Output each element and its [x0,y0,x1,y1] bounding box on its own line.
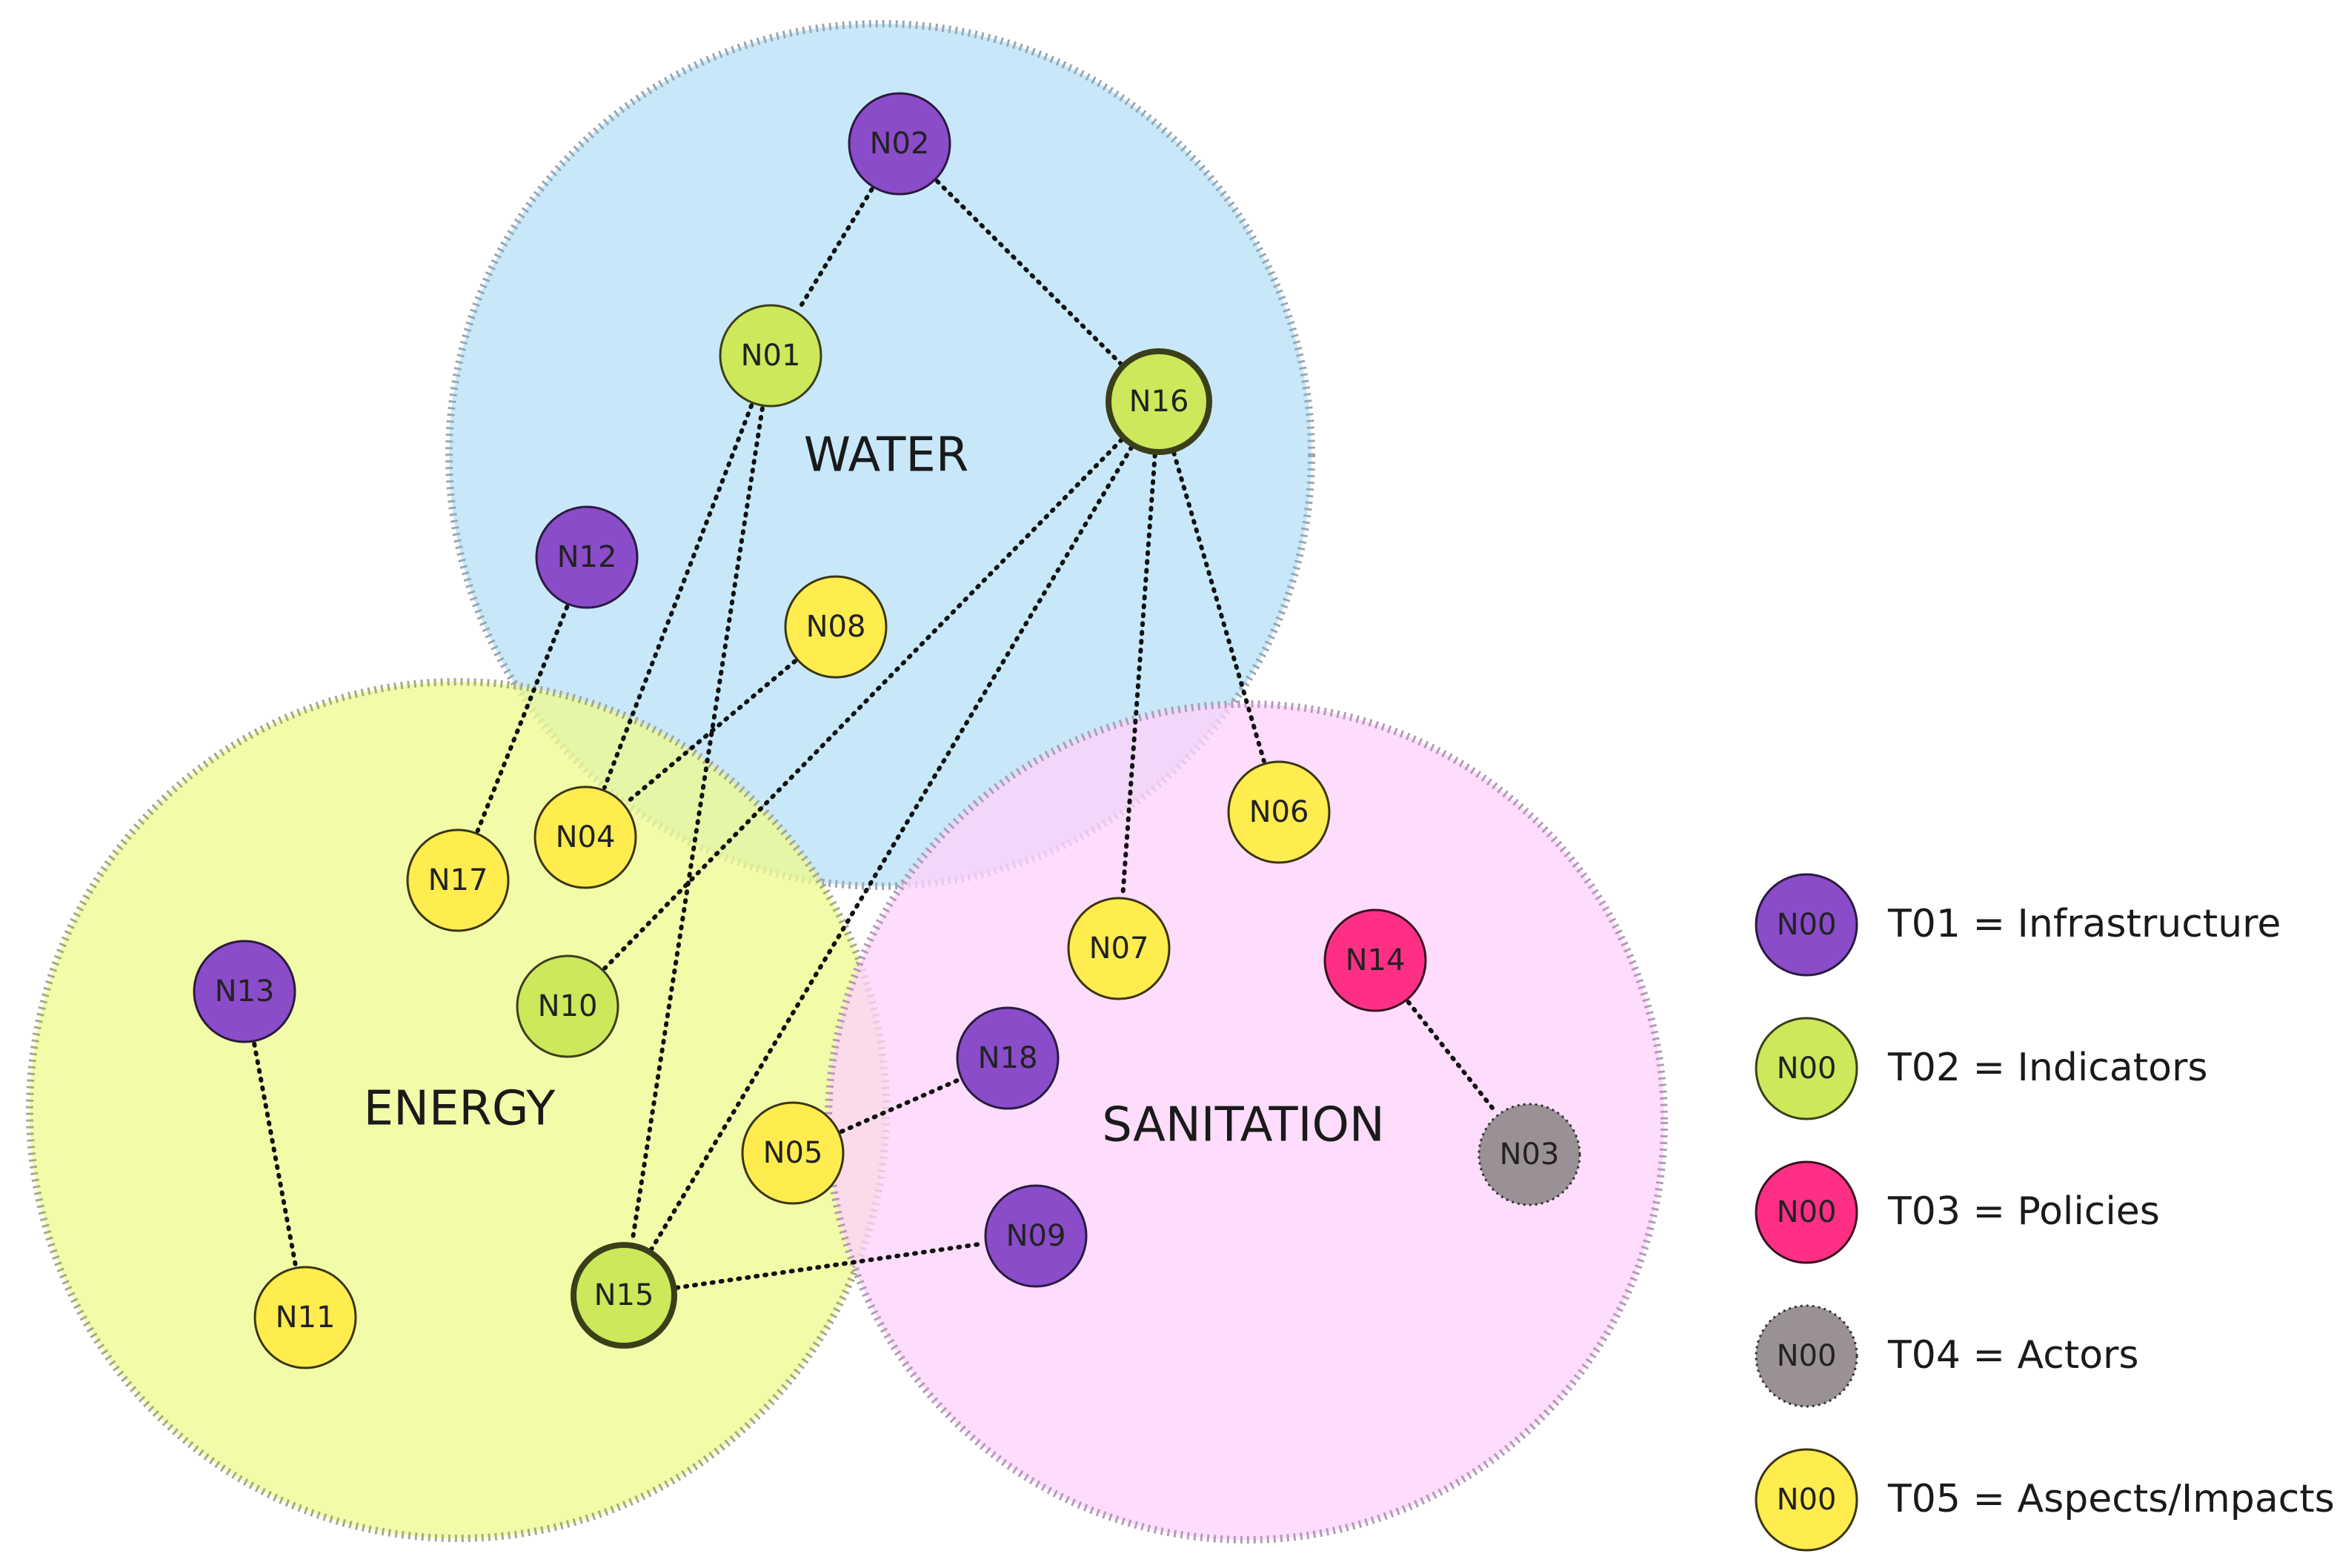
node-n06[interactable]: N06 [1227,760,1331,864]
node-circle [571,1242,677,1349]
legend-text: T04 = Actors [1887,1333,2138,1378]
node-label: N14 [1346,943,1406,977]
node-circle [1106,348,1212,455]
node-n09[interactable]: N09 [984,1184,1088,1288]
legend-text: T02 = Indicators [1887,1046,2207,1090]
edges [252,179,1499,1290]
node-circle [253,1266,357,1369]
node-n18[interactable]: N18 [956,1006,1060,1110]
legend-item-t02: N00 T02 = Indicators [1755,1017,2207,1120]
node-label: N17 [428,863,488,897]
node-label: N05 [763,1136,823,1170]
legend-swatch [1755,1160,1858,1264]
node-label: N07 [1089,931,1149,966]
node-n17[interactable]: N17 [406,828,510,932]
legend-swatch [1755,1017,1858,1120]
node-n14[interactable]: N14 [1323,908,1427,1012]
node-n12[interactable]: N12 [535,505,639,609]
legend-swatch-label: N00 [1777,1339,1837,1373]
node-n11[interactable]: N11 [253,1266,357,1369]
node-n16[interactable]: N16 [1106,348,1212,455]
edge-N02-N01 [796,187,874,313]
region-label-sanitation: SANITATION [1102,1098,1385,1153]
node-circle [1067,897,1171,1000]
legend-swatch-label: N00 [1777,1483,1837,1517]
node-circle [1323,908,1427,1012]
edge-N16-N10 [602,437,1124,971]
region-label-energy: ENERGY [364,1082,556,1137]
edge-N01-N04 [602,403,754,790]
legend-swatch [1755,1448,1858,1552]
node-n04[interactable]: N04 [533,785,637,889]
node-label: N16 [1129,385,1189,419]
node-circle [719,304,822,408]
node-label: N11 [276,1300,336,1335]
legend-item-t03: N00 T03 = Policies [1755,1160,2160,1264]
node-circle [535,505,639,609]
regions: WATER ENERGY SANITATION [26,20,1668,1544]
node-label: N08 [806,610,866,644]
edge-N16-N06 [1171,451,1266,763]
legend-text: T05 = Aspects/Impacts [1887,1477,2335,1521]
node-circle [516,954,619,1058]
node-n03[interactable]: N03 [1477,1103,1581,1206]
edge-N08-N04 [624,659,797,805]
edge-N13-N11 [252,1041,298,1268]
legend-swatch-label: N00 [1777,1052,1837,1086]
legend-swatch [1755,1304,1858,1408]
node-label: N10 [538,989,598,1023]
node-label: N02 [870,127,930,161]
node-n15[interactable]: N15 [571,1242,677,1349]
node-n08[interactable]: N08 [784,575,888,679]
node-circle [1227,760,1331,864]
node-n05[interactable]: N05 [741,1101,845,1205]
edge-N05-N18 [839,1077,962,1134]
node-label: N04 [556,820,616,854]
legend-swatch-label: N00 [1777,908,1837,942]
node-label: N06 [1249,795,1309,829]
node-n07[interactable]: N07 [1067,897,1171,1000]
node-circle [741,1101,845,1205]
legend-item-t01: N00 T01 = Infrastructure [1755,873,2281,977]
edge-N01-N15 [630,406,765,1245]
region-label-water: WATER [804,428,969,483]
region-water [445,20,1315,890]
legend-item-t05: N00 T05 = Aspects/Impacts [1755,1448,2335,1552]
legend-text: T03 = Policies [1887,1189,2160,1234]
node-circle [406,828,510,932]
node-label: N09 [1006,1219,1066,1253]
node-circle [784,575,888,679]
node-n01[interactable]: N01 [719,304,822,408]
node-n10[interactable]: N10 [516,954,619,1058]
node-label: N03 [1500,1137,1560,1172]
node-label: N13 [215,974,275,1009]
node-n02[interactable]: N02 [848,92,951,196]
legend-swatch-label: N00 [1777,1195,1837,1229]
node-circle [956,1006,1060,1110]
legend-text: T01 = Infrastructure [1887,902,2281,946]
node-label: N15 [594,1278,654,1312]
node-label: N12 [557,540,617,574]
node-circle [1477,1103,1581,1206]
node-n13[interactable]: N13 [193,940,296,1043]
edge-N16-N07 [1120,452,1157,898]
edge-N14-N03 [1406,1000,1499,1115]
edge-N02-N16 [935,179,1123,367]
node-label: N01 [741,339,801,373]
legend-item-t04: N00 T04 = Actors [1755,1304,2138,1408]
node-circle [533,785,637,889]
node-label: N18 [978,1041,1038,1075]
node-circle [193,940,296,1043]
node-circle [984,1184,1088,1288]
edge-N15-N09 [674,1241,985,1290]
node-circle [848,92,951,196]
legend-swatch [1755,873,1858,977]
